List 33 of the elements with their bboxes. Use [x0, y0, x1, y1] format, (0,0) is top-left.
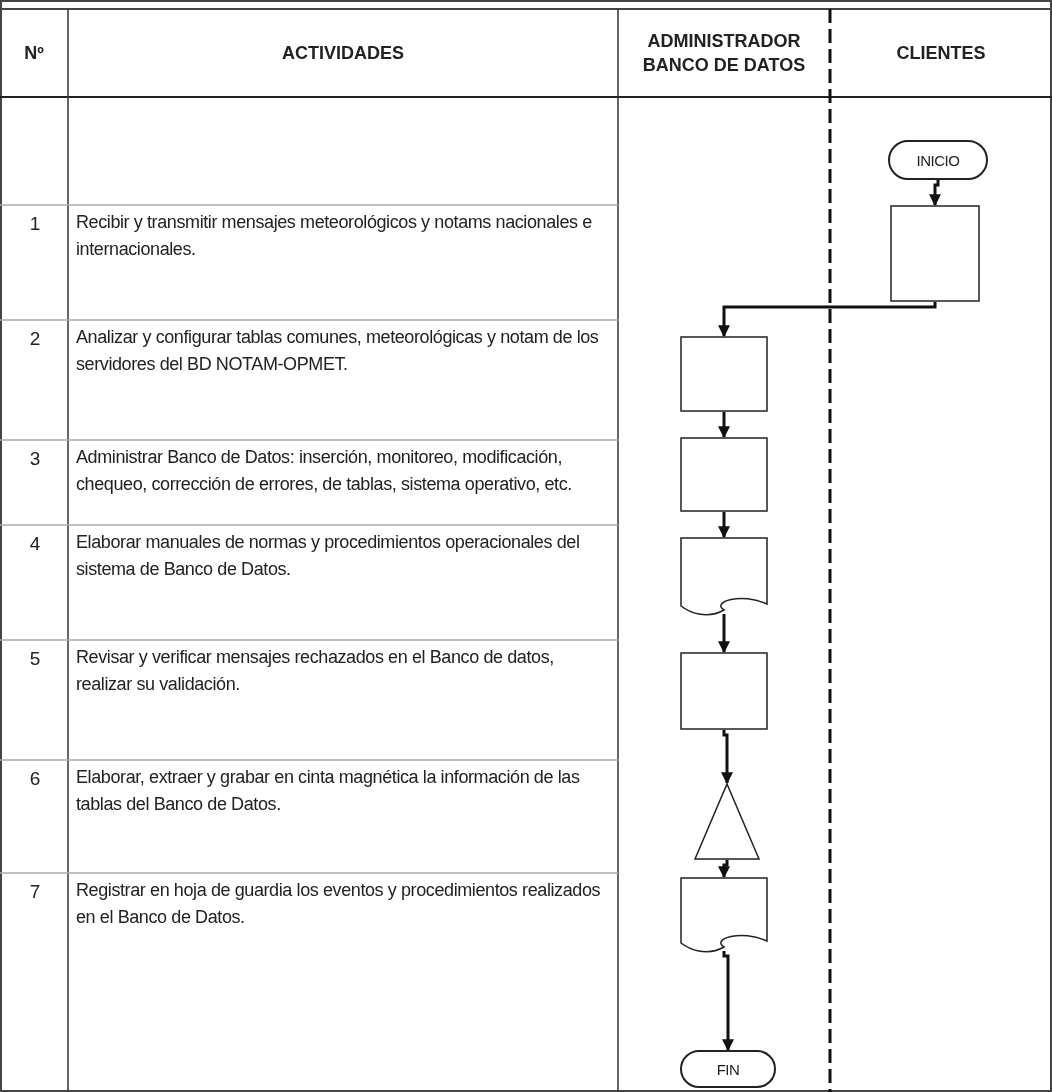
process-box — [680, 437, 768, 512]
row-number: 6 — [28, 767, 42, 791]
row-number: 7 — [28, 880, 42, 904]
activity-text: Administrar Banco de Datos: inserción, monitoreo, modificación, chequeo, corrección de errores, de tablas, sistema operativo, etc. — [76, 446, 573, 496]
flow-arrow — [718, 412, 730, 439]
row-number: 1 — [28, 212, 42, 236]
flow-arrow — [718, 614, 730, 654]
triangle-symbol — [694, 783, 760, 860]
row-number: 4 — [28, 532, 42, 556]
activity-text: Analizar y configurar tablas comunes, meteorológicas y notam de los servidores del BD NOTAM-OPMET. — [76, 326, 600, 376]
column-header: ACTIVIDADES — [281, 42, 405, 65]
process-box — [680, 336, 768, 412]
flow-arrow — [929, 180, 941, 207]
flow-arrow — [718, 512, 730, 539]
activity-text: Elaborar, extraer y grabar en cinta magnética la información de las tablas del Banco de Datos. — [76, 766, 581, 816]
process-box — [890, 205, 980, 302]
activity-text: Recibir y transmitir mensajes meteorológicos y notams nacionales e internacionales. — [76, 211, 593, 261]
activity-text: Elaborar manuales de normas y procedimientos operacionales del sistema de Banco de Datos. — [76, 531, 581, 581]
document-symbol — [680, 537, 768, 618]
flow-arrow — [722, 951, 734, 1052]
column-header: ADMINISTRADOR BANCO DE DATOS — [641, 30, 807, 77]
row-number: 5 — [28, 647, 42, 671]
flow-arrow — [718, 302, 937, 338]
column-header: Nº — [23, 42, 45, 65]
flow-arrow — [718, 860, 730, 879]
flow-arrow — [721, 730, 733, 785]
row-number: 3 — [28, 447, 42, 471]
activity-text: Revisar y verificar mensajes rechazados en el Banco de datos, realizar su validación. — [76, 646, 555, 696]
document-symbol — [680, 877, 768, 955]
process-box — [680, 652, 768, 730]
column-header: CLIENTES — [895, 42, 987, 65]
row-number: 2 — [28, 327, 42, 351]
activity-text: Registrar en hoja de guardia los eventos y procedimientos realizados en el Banco de Datos. — [76, 879, 602, 929]
